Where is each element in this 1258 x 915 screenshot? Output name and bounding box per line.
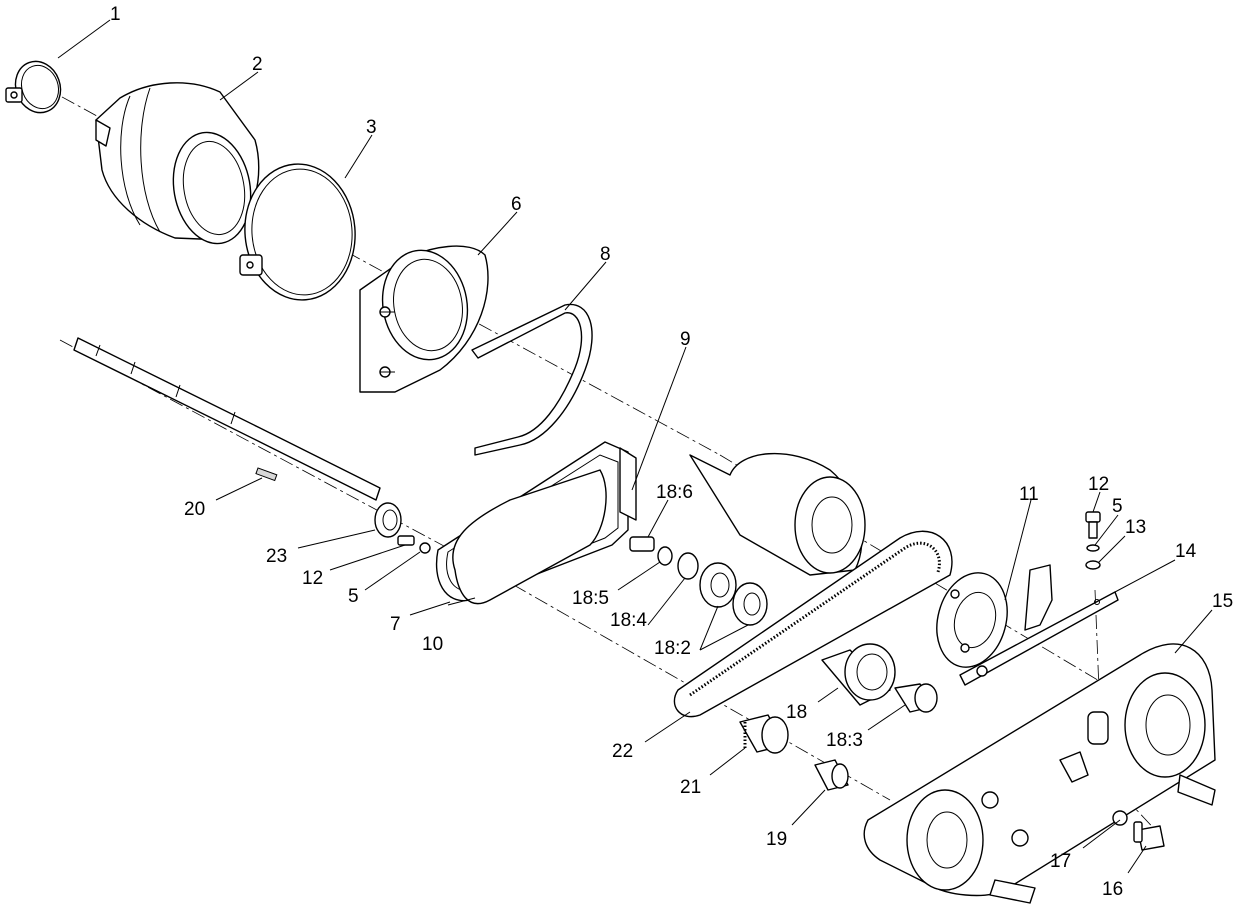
callout-labels: 1 2 3 6 8 9 20 23 12 5 7 10 18:6 18:5 18…: [110, 4, 1233, 900]
callout-9: 9: [680, 329, 691, 350]
part-21-toothed-pulley[interactable]: [739, 714, 789, 754]
callout-8: 8: [600, 244, 611, 265]
part-5-washer-right[interactable]: [1086, 544, 1100, 552]
part-6-mounting-plate[interactable]: [359, 244, 489, 393]
callout-5-right: 5: [1112, 496, 1123, 517]
callout-12-left: 12: [302, 568, 323, 589]
part-22-timing-belt[interactable]: [673, 530, 953, 718]
callout-6: 6: [511, 194, 522, 215]
callout-5-left: 5: [348, 586, 359, 607]
part-20-drive-shaft[interactable]: [73, 337, 381, 501]
callout-2: 2: [252, 54, 263, 75]
callout-13: 13: [1125, 517, 1146, 538]
callout-11: 11: [1019, 484, 1039, 505]
callout-18-6: 18:6: [656, 482, 693, 503]
part-12-bolt-left[interactable]: [397, 535, 415, 546]
callout-18-2: 18:2: [654, 638, 691, 659]
part-1-small-hose-clamp[interactable]: [5, 55, 68, 119]
part-19-spacer-tube[interactable]: [814, 759, 849, 791]
callout-1: 1: [110, 4, 121, 25]
callout-7: 7: [390, 614, 401, 635]
part-16-bolt[interactable]: [1133, 821, 1165, 851]
callout-3: 3: [366, 117, 377, 138]
callout-21: 21: [680, 777, 701, 798]
callout-19: 19: [766, 829, 787, 850]
part-18-pulley[interactable]: [821, 643, 896, 706]
callout-18-5: 18:5: [572, 588, 609, 609]
callout-23: 23: [266, 546, 287, 567]
callout-18-4: 18:4: [610, 610, 647, 631]
callout-20: 20: [184, 499, 205, 520]
motor-assembly: [689, 452, 866, 576]
leader-lines: [57, 19, 1213, 874]
callout-17: 17: [1050, 851, 1071, 872]
part-18-4-snap-ring[interactable]: [677, 552, 699, 580]
part-2-bellows-boot[interactable]: [95, 82, 260, 250]
part-18-5-washer[interactable]: [657, 546, 673, 566]
callout-10: 10: [422, 634, 443, 655]
callout-15: 15: [1212, 591, 1233, 612]
callout-16: 16: [1102, 879, 1123, 900]
part-17-lock-washer[interactable]: [1112, 810, 1128, 826]
part-18-3-bushing[interactable]: [894, 683, 938, 713]
part-18-6-pin[interactable]: [629, 536, 655, 552]
part-11-flange-plate[interactable]: [927, 565, 1018, 675]
part-13-washer[interactable]: [1085, 560, 1101, 570]
part-9-gasket-strip[interactable]: [619, 447, 637, 521]
part-18-2-bearing-a[interactable]: [699, 562, 737, 608]
part-10-inner-belt[interactable]: [452, 469, 607, 605]
part-23-bearing-seal[interactable]: [374, 502, 402, 538]
part-3-large-hose-clamp[interactable]: [239, 159, 360, 304]
part-14-bracket[interactable]: [959, 564, 1119, 686]
part-5-washer-left[interactable]: [419, 542, 431, 554]
part-15-housing[interactable]: [863, 643, 1216, 904]
callout-18-3: 18:3: [826, 730, 863, 751]
callout-12-right: 12: [1088, 474, 1109, 495]
part-12-bolt-right[interactable]: [1085, 511, 1101, 539]
callout-14: 14: [1175, 541, 1197, 562]
callout-18: 18: [786, 702, 807, 723]
part-18-2-bearing-b[interactable]: [732, 582, 768, 626]
callout-22: 22: [612, 741, 633, 762]
part-8-seal-strip[interactable]: [471, 303, 593, 456]
